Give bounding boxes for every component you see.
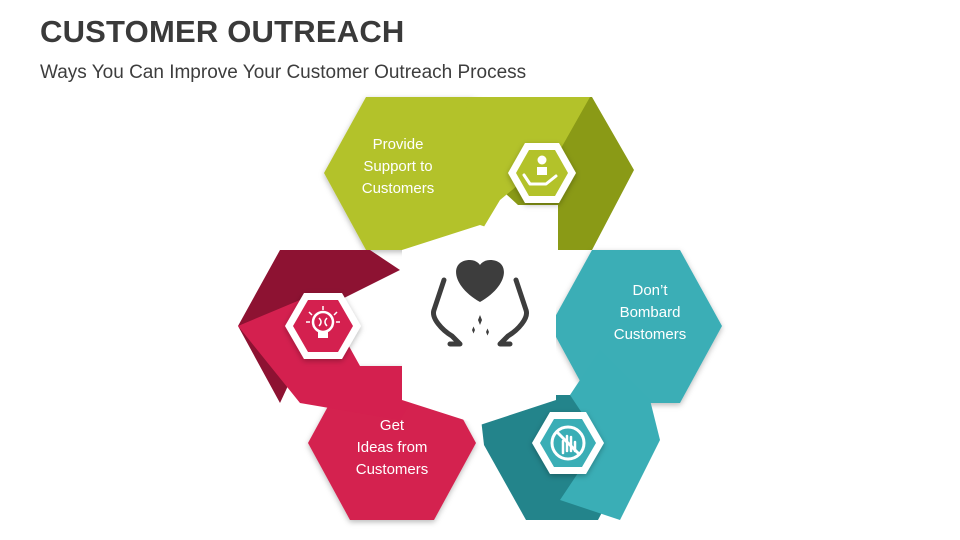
- no-hand-icon: [550, 425, 586, 461]
- segment-support-line-3: Customers: [362, 180, 435, 197]
- segment-ideas-line-3: Customers: [356, 461, 429, 478]
- segment-ideas-ribbon: [238, 300, 434, 420]
- segment-ideas-line-2: Ideas from: [357, 439, 428, 456]
- segment-bombard-line-1: Don’t: [632, 282, 668, 299]
- segment-ideas-line-1: Get: [380, 417, 405, 434]
- icon-badge-bombard: [532, 412, 604, 474]
- center-area: [402, 225, 556, 425]
- hands-holding-heart-icon: [431, 260, 529, 347]
- lightbulb-brain-icon: [306, 306, 340, 338]
- icon-badge-support: [508, 143, 576, 203]
- icon-badge-ideas: [285, 293, 361, 359]
- segment-bombard: Don’t Bombard Customers: [480, 250, 722, 520]
- segment-support: Provide Support to Customers: [324, 97, 634, 250]
- page-title: CUSTOMER OUTREACH: [40, 14, 405, 49]
- segment-support-line-2: Support to: [363, 158, 432, 175]
- segment-bombard-ribbon: [560, 350, 660, 520]
- segment-support-line-1: Provide: [373, 136, 424, 153]
- segment-bombard-line-3: Customers: [614, 326, 687, 343]
- segment-bombard-line-2: Bombard: [620, 304, 681, 321]
- page-subtitle: Ways You Can Improve Your Customer Outre…: [40, 62, 527, 83]
- hand-holding-user-icon: [522, 155, 558, 186]
